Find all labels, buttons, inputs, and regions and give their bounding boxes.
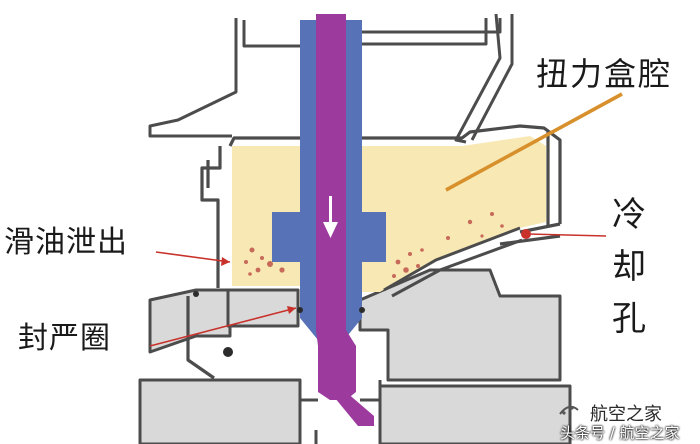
- plane-logo-icon: [559, 405, 579, 415]
- label-torque-box-cavity: 扭力盒腔: [536, 55, 673, 93]
- label-cooling-hole: 孔: [612, 299, 646, 339]
- upper-housing: [148, 13, 514, 144]
- label-seal-ring: 封严圈: [18, 321, 111, 356]
- oil-channel: [391, 238, 523, 298]
- metal-structure: [138, 268, 572, 444]
- oil-channel: [383, 226, 521, 292]
- callout-pointers: [149, 92, 623, 347]
- lower-frame: [298, 380, 382, 444]
- oil-cavity: [360, 136, 546, 292]
- oil-cavity: [232, 146, 300, 286]
- label-cooling-hole: 却: [612, 247, 646, 287]
- label-oil-leak: 滑油泄出: [4, 225, 128, 260]
- housing-frame: [186, 124, 562, 380]
- flow-arrow: [323, 196, 338, 238]
- label-cooling-hole: 冷: [612, 195, 646, 235]
- central-shaft: [316, 14, 356, 400]
- watermark-source: 头条号 / 航空之家: [560, 424, 680, 442]
- seal-ring: [193, 291, 365, 357]
- watermark-brand: 航空之家: [590, 404, 662, 425]
- central-shaft: [330, 392, 374, 426]
